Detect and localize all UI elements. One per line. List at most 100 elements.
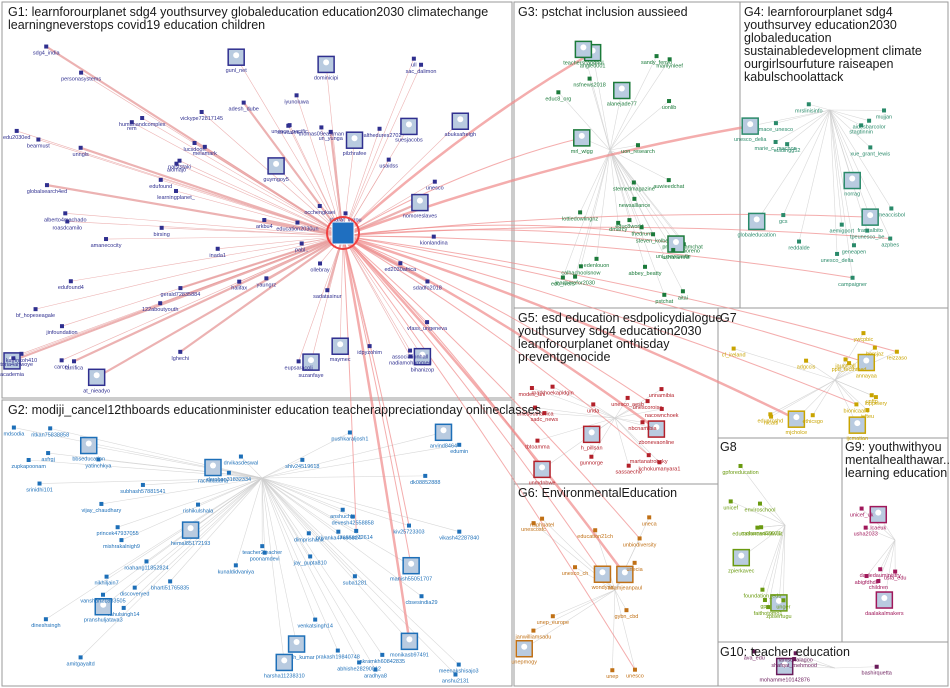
node-unesco_ch[interactable]: unesco_ch <box>562 565 589 577</box>
node-venkatsingh14[interactable]: venkatsingh14 <box>297 617 333 630</box>
node-jay_gupta810[interactable]: jay_gupta810 <box>293 554 327 566</box>
node-sdadfo2018[interactable]: sdadfo2018 <box>413 279 442 291</box>
node-stagtinnin[interactable]: stagtinnin <box>849 123 873 135</box>
node-harsha11238310[interactable]: harsha11238310 <box>264 653 305 679</box>
node-uon_research[interactable]: uon_research <box>621 143 655 155</box>
node-amitgayaltd[interactable]: amitgayaltd <box>67 655 95 667</box>
node-mohamed20071[interactable]: mohamed20071 <box>741 525 781 537</box>
node-nsfnews2018[interactable]: nsfnews2018 <box>573 76 606 89</box>
node-eduarcshd[interactable]: eduarcshd <box>758 412 784 424</box>
node-pptf_tecthmed[interactable]: pptf_tecthmed <box>832 361 867 373</box>
node-unbiodiversity[interactable]: unbiodiversity <box>623 536 657 548</box>
node-usfa_edu[interactable]: usfa_edu <box>884 569 907 582</box>
node-un_yunga[interactable]: un_yunga <box>319 129 344 142</box>
node-academia[interactable]: academia <box>0 352 25 378</box>
node-aemigport[interactable]: aemigport <box>830 222 855 235</box>
node-ollebray[interactable]: ollebray <box>310 261 330 273</box>
node-kionlandina[interactable]: kionlandina <box>420 234 449 247</box>
node-mishrakalnigh9[interactable]: mishrakalnigh9 <box>103 538 140 550</box>
node-adamjeanpaul[interactable]: adamjeanpaul <box>608 565 643 591</box>
node-unesco[interactable]: unesco <box>426 179 444 192</box>
node-edumin[interactable]: edumin <box>450 442 468 455</box>
node-shafqat_mehmood[interactable]: shafqat_mehmood <box>771 657 817 669</box>
node-zbonevaonline[interactable]: zbonevaonline <box>639 420 674 446</box>
node-meenakshisajo3[interactable]: meenakshisajo3 <box>439 662 479 675</box>
node-dmarcy[interactable]: dmarcy <box>609 220 627 233</box>
node-unesco_aesb[interactable]: unesco_aesb <box>611 395 644 408</box>
node-unicef[interactable]: unicef <box>723 499 739 511</box>
node-bbseducation[interactable]: bbseducation <box>72 436 105 463</box>
node-kunaldidvaniya[interactable]: kunaldidvaniya <box>218 563 255 575</box>
node-jeacherafor2030[interactable]: jeacherafor2030 <box>554 274 595 287</box>
node-unecia[interactable]: unecia <box>627 560 644 573</box>
node-vfass_ungeneva[interactable]: vfass_ungeneva <box>407 320 448 332</box>
node-abuksafreigh[interactable]: abuksafreigh <box>445 112 477 138</box>
node-unda[interactable]: unda <box>587 402 600 414</box>
node-wondysa[interactable]: wondysa <box>591 565 615 591</box>
node-ull[interactable]: ull <box>411 56 417 69</box>
node-alomajo[interactable]: alomajo <box>167 161 186 174</box>
node-birsing[interactable]: birsing <box>154 225 170 238</box>
node-bf_hopeseagale[interactable]: bf_hopeseagale <box>16 307 55 319</box>
node-nacownchoek[interactable]: nacownchoek <box>645 406 679 419</box>
node-janwilliamsadu[interactable]: janwilliamsadu <box>515 628 552 641</box>
node-vikash42287840[interactable]: vikash42287840 <box>439 529 479 542</box>
node-zupkapoonam[interactable]: zupkapoonam <box>11 457 46 470</box>
node-alberto4machado[interactable]: alberto4machado <box>44 211 87 223</box>
node-akramkh60842835[interactable]: akramkh60842835 <box>360 652 406 665</box>
node-unesco_delia[interactable]: unesco_delia <box>734 117 767 143</box>
node-iyunoluwa[interactable]: iyunoluwa <box>284 93 310 105</box>
node-hemal85172193[interactable]: hemal85172193 <box>171 521 210 547</box>
node-campaigner[interactable]: campaigner <box>838 275 867 288</box>
node-drvikasdeswal[interactable]: drvikasdeswal <box>224 454 259 467</box>
node-guymgoy5[interactable]: guymgoy5 <box>263 157 289 183</box>
node-inada1[interactable]: inada1 <box>209 246 226 259</box>
node-unngls[interactable]: unngls <box>73 145 89 158</box>
node-ethicsgo[interactable]: ethicsgo <box>802 413 823 425</box>
node-vickype72817145[interactable]: vickype72817145 <box>180 109 223 122</box>
node-norrag[interactable]: norrag <box>843 171 861 198</box>
node-auwieedchat[interactable]: auwieedchat <box>653 178 685 190</box>
node-lcaeuk[interactable]: lcaeuk <box>869 505 888 532</box>
node-unesco[interactable]: unesco <box>626 667 644 680</box>
node-idpyzohim[interactable]: idpyzohim <box>357 344 382 356</box>
node-srinidhi101[interactable]: srinidhi101 <box>26 481 53 494</box>
node-rachitladdha[interactable]: rachitladdha <box>198 458 229 485</box>
node-victoria4ahwoye[interactable]: victoria4ahwoye <box>0 356 33 368</box>
node-mrslinisinfo[interactable]: mrslinisinfo <box>795 102 823 114</box>
node-suzanfaye[interactable]: suzanfaye <box>298 353 324 379</box>
node-cbsesindia29[interactable]: cbsesindia29 <box>405 594 438 606</box>
node-pilzhrafee[interactable]: pilzhrafee <box>343 131 367 157</box>
node-aitai[interactable]: aitai <box>678 289 688 301</box>
node-edufound[interactable]: edufound <box>149 177 172 190</box>
node-occhengkaei[interactable]: occhengkaei <box>304 204 335 216</box>
node-abigfdhdk[interactable]: abigfdhdk <box>855 574 879 586</box>
node-nadiamohammed[interactable]: nadiamohammed <box>389 354 432 366</box>
node-dk08852888[interactable]: dk08852888 <box>410 473 440 486</box>
node-faithotomo1[interactable]: faithotomo1 <box>754 605 783 617</box>
node-jaugtcall[interactable]: jaugtcall <box>834 357 856 369</box>
node-arkbu4[interactable]: arkbu4 <box>256 218 273 230</box>
node-adgccis[interactable]: adgccis <box>797 358 816 371</box>
node-nicatti[interactable]: nicatti <box>764 414 778 427</box>
node-aradhya8[interactable]: aradhya8 <box>364 667 387 680</box>
node-bionicaalis[interactable]: bionicaalis <box>844 402 870 414</box>
node-carcel[interactable]: carcel <box>54 358 69 370</box>
node-unepmogy[interactable]: unepmogy <box>511 639 537 666</box>
node-princek47937055[interactable]: princek47937055 <box>97 525 139 537</box>
node-sadatasinur[interactable]: sadatasinur <box>313 288 342 300</box>
node-usha2033[interactable]: usha2033 <box>854 525 878 538</box>
node-lottiedowlingnz[interactable]: lottiedowlingnz <box>562 210 598 222</box>
node-annayaa[interactable]: annayaa <box>856 353 878 380</box>
node-avanan72614[interactable]: avanan72614 <box>340 528 373 541</box>
node-mace_unesco[interactable]: mace_unesco <box>759 121 793 133</box>
node-sassaecho[interactable]: sassaecho <box>616 463 642 476</box>
node-loppeiery[interactable]: loppeiery <box>865 395 888 407</box>
node-hersjaz[interactable]: hersjaz <box>866 345 884 358</box>
node-gunnorge[interactable]: gunnorge <box>580 454 603 467</box>
node-mrl_wigg[interactable]: mrl_wigg <box>571 129 593 155</box>
node-poonamdevi[interactable]: poonamdevi <box>250 550 280 563</box>
node-roasdcamilo[interactable]: roasdcamilo <box>52 219 82 231</box>
node-jinfoundation[interactable]: jinfoundation <box>45 324 78 336</box>
node-unesco_pacific[interactable]: unesco_pacific <box>271 123 308 135</box>
